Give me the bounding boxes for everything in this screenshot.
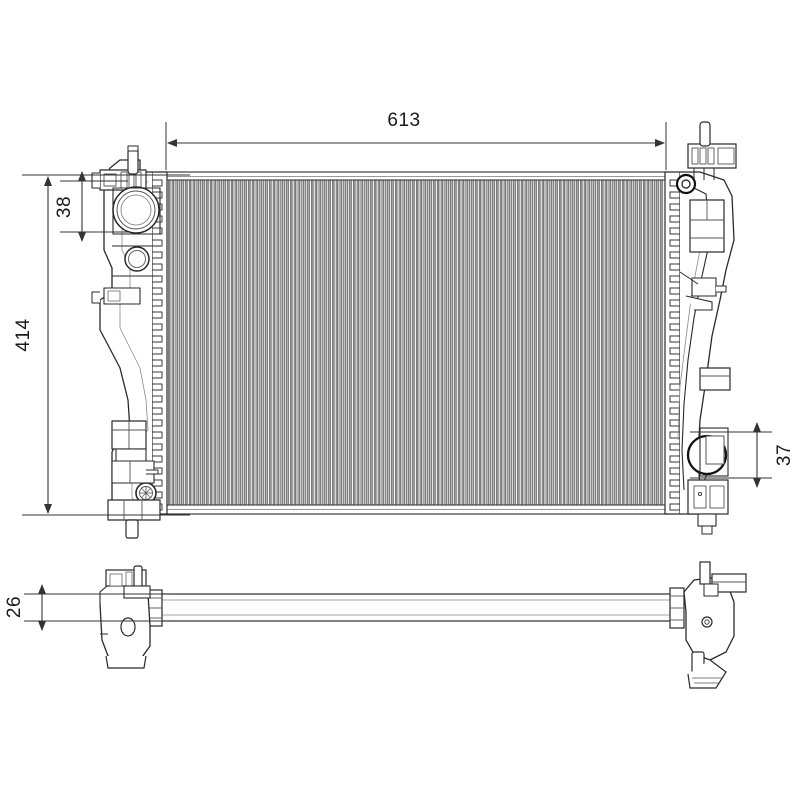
inlet-dimension-label: 38 [54, 195, 75, 219]
left-mid-bracket [91, 287, 141, 305]
right-lower-tab [699, 367, 731, 391]
right-tank [664, 121, 737, 535]
bottom-view [99, 561, 747, 689]
right-top-eyelet [675, 173, 697, 195]
right-tank-ribs [669, 179, 680, 511]
bottom-left-tank [99, 565, 163, 669]
left-lower-bracket [111, 420, 159, 484]
bottom-right-tank [669, 561, 747, 689]
depth-dimension-label: 26 [4, 595, 25, 619]
width-dimension-label: 613 [387, 110, 421, 131]
core-depth-profile [159, 593, 673, 622]
left-tank [91, 145, 168, 539]
right-mid-clip [679, 271, 727, 311]
outlet-dimension-line [690, 422, 772, 488]
left-tank-ribs [152, 179, 163, 511]
front-view [91, 121, 737, 539]
inlet-port [112, 186, 161, 235]
dimension-lines [22, 122, 772, 631]
secondary-port [124, 246, 150, 272]
width-dimension-line [165, 122, 667, 170]
outlet-dimension-label: 37 [774, 443, 795, 467]
core-fins [168, 180, 664, 505]
height-dimension-line [22, 174, 190, 516]
height-dimension-label: 414 [13, 318, 34, 352]
right-top-connector [687, 121, 737, 180]
left-mount-foot [107, 499, 161, 539]
right-upper-bracket [689, 199, 725, 253]
inlet-dimension-line [60, 171, 128, 242]
right-mount-foot [687, 479, 729, 535]
radiator-core [163, 171, 669, 515]
depth-dimension-line [24, 584, 170, 631]
